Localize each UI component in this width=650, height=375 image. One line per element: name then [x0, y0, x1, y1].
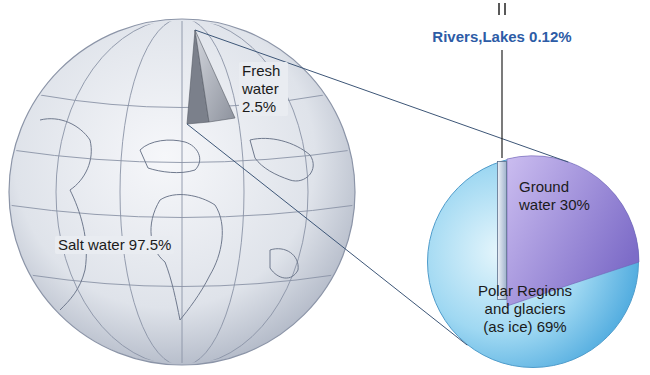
- callout-label: Rivers,Lakes 0.12%: [432, 28, 571, 46]
- rivers-lakes-sliver-shape: [497, 161, 507, 300]
- region-label: Salt water 97.5%: [55, 236, 174, 254]
- fresh-water-sphere: Polar Regions and glaciers (as ice) 69% G…: [427, 156, 639, 368]
- region-label: Ground water 30%: [519, 178, 603, 214]
- globe-region-shape: [8, 18, 356, 366]
- region-label: Polar Regions and glaciers (as ice) 69%: [475, 282, 575, 336]
- region-label: Fresh water 2.5%: [239, 62, 288, 116]
- fresh-water-wedge: Fresh water 2.5%: [183, 26, 288, 126]
- rivers-lakes-sliver: Rivers,Lakes 0.12%: [497, 161, 507, 300]
- globe-region: Salt water 97.5% Fresh water 2.5%: [8, 18, 356, 366]
